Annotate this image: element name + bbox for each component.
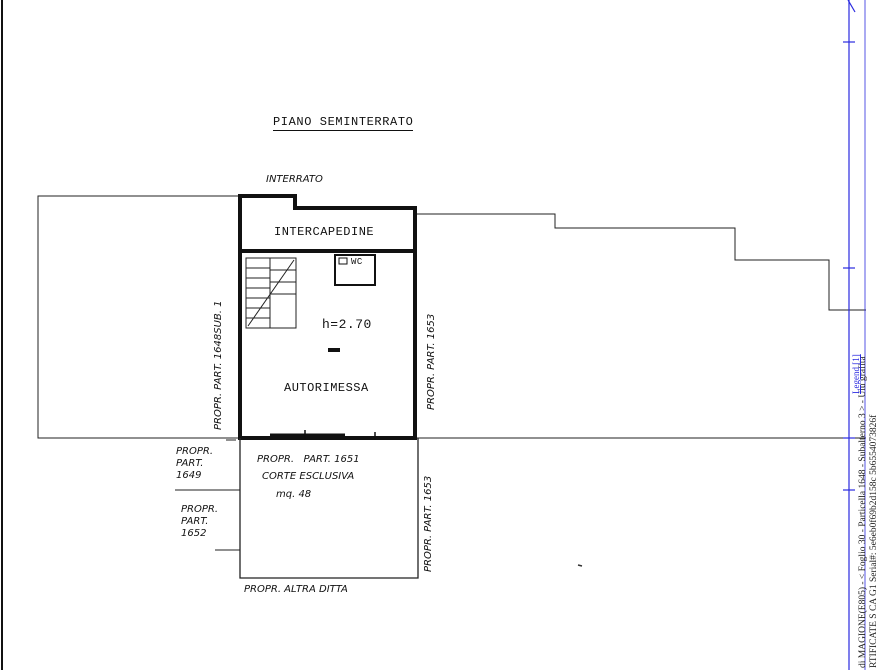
label-prop-right-vertical: PROPR. PART. 1653 [426, 313, 437, 410]
label-corte-esclusiva: CORTE ESCLUSIVA [262, 471, 355, 482]
right-neighbor-outline [415, 213, 866, 311]
label-height: h=2.70 [322, 317, 372, 332]
label-wc: WC [351, 257, 363, 267]
label-prop-1652: PROPR. PART. 1652 [181, 504, 219, 539]
label-interrato: INTERRATO [266, 174, 323, 185]
legend-link[interactable]: Legend [1] [851, 354, 861, 394]
label-prop-1649: PROPR. PART. 1649 [176, 446, 214, 481]
height-mark [328, 348, 340, 352]
label-prop-altra-ditta: PROPR. ALTRA DITTA [244, 584, 348, 595]
wc-room [334, 254, 376, 286]
label-intercapedine: INTERCAPEDINE [274, 225, 375, 239]
label-prop-1653-lower: PROPR. PART. 1653 [423, 475, 434, 572]
label-prop-1651: PROPR. PART. 1651 [257, 454, 360, 465]
label-autorimessa: AUTORIMESSA [284, 381, 369, 395]
margin-line-1: di MAGIONE(E805) - < Foglio 30 - Partice… [858, 356, 868, 668]
label-mq: mq. 48 [276, 489, 312, 500]
stair-symbol [245, 257, 297, 329]
label-prop-left-vertical: PROPR. PART. 1648SUB. 1 [213, 300, 224, 430]
margin-line-2: RTIFICATE S CA G1 Serial#: 5e6eb0f69b2d1… [869, 414, 879, 668]
courtyard-outline [239, 438, 419, 579]
left-neighbor-outline [37, 195, 240, 439]
plan-title: PIANO SEMINTERRATO [273, 115, 414, 131]
cadastral-margin-text: di MAGIONE(E805) - < Foglio 30 - Partice… [858, 356, 880, 668]
